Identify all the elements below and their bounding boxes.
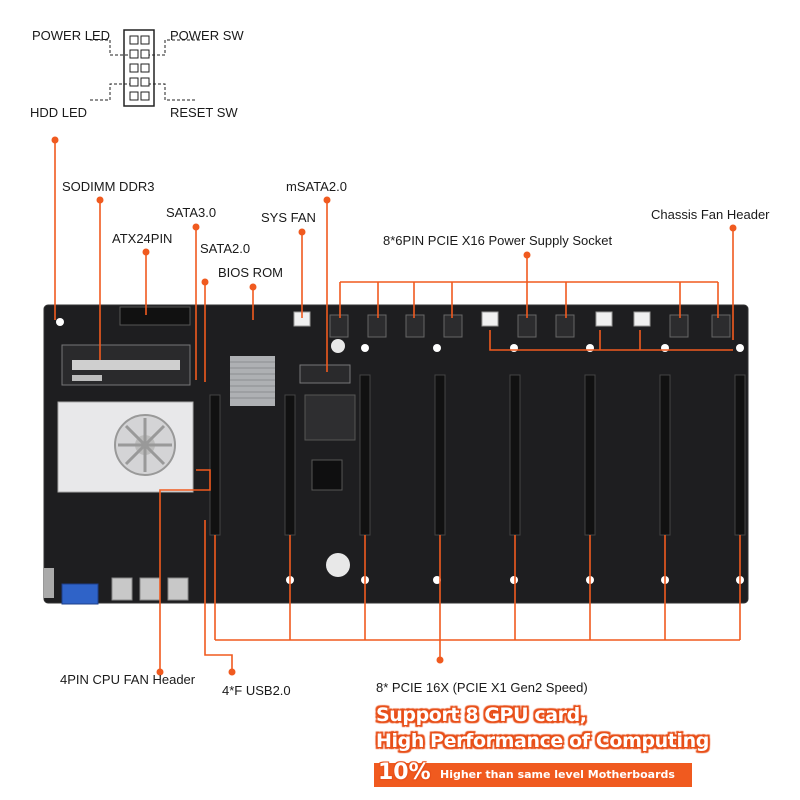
label-reset-sw: RESET SW — [170, 105, 238, 120]
sodimm-slot — [61, 344, 191, 386]
label-bios-rom: BIOS ROM — [218, 265, 284, 280]
msata-slot — [299, 364, 351, 384]
front-panel-header-icon — [123, 29, 155, 107]
label-sata2: SATA2.0 — [200, 241, 251, 256]
rear-io — [44, 568, 189, 605]
label-chassis-fan: Chassis Fan Header — [651, 207, 770, 222]
cpu-heatsink — [57, 401, 194, 493]
chipset-heatsink — [230, 356, 275, 406]
label-atx24: ATX24PIN — [112, 231, 173, 246]
cpu-chip — [304, 394, 356, 441]
chassis-fan-headers — [481, 311, 651, 327]
label-sata3: SATA3.0 — [166, 205, 217, 220]
label-usb2: 4*F USB2.0 — [222, 683, 291, 698]
promo-line-2: High Performance of Computing — [376, 730, 709, 752]
promo-percent: 10% — [378, 760, 431, 785]
label-power-sw: POWER SW — [170, 28, 244, 43]
label-sys-fan: SYS FAN — [261, 210, 316, 225]
callout-lines — [54, 140, 741, 672]
label-msata: mSATA2.0 — [286, 179, 347, 194]
label-hdd-led: HDD LED — [30, 105, 88, 120]
callout-dots — [51, 136, 737, 676]
atx24-connector — [119, 306, 191, 326]
promo-bar — [374, 763, 692, 787]
pcie-power-sockets — [329, 314, 731, 338]
label-cpu-fan: 4PIN CPU FAN Header — [60, 672, 196, 687]
label-pcie-slots: 8* PCIE 16X (PCIE X1 Gen2 Speed) — [376, 680, 588, 695]
label-pcie-power: 8*6PIN PCIE X16 Power Supply Socket — [383, 233, 613, 248]
promo-line-3: Higher than same level Motherboards — [440, 768, 675, 781]
label-sodimm: SODIMM DDR3 — [62, 179, 155, 194]
promo-line-1: Support 8 GPU card, — [376, 704, 587, 726]
label-power-led: POWER LED — [32, 28, 111, 43]
